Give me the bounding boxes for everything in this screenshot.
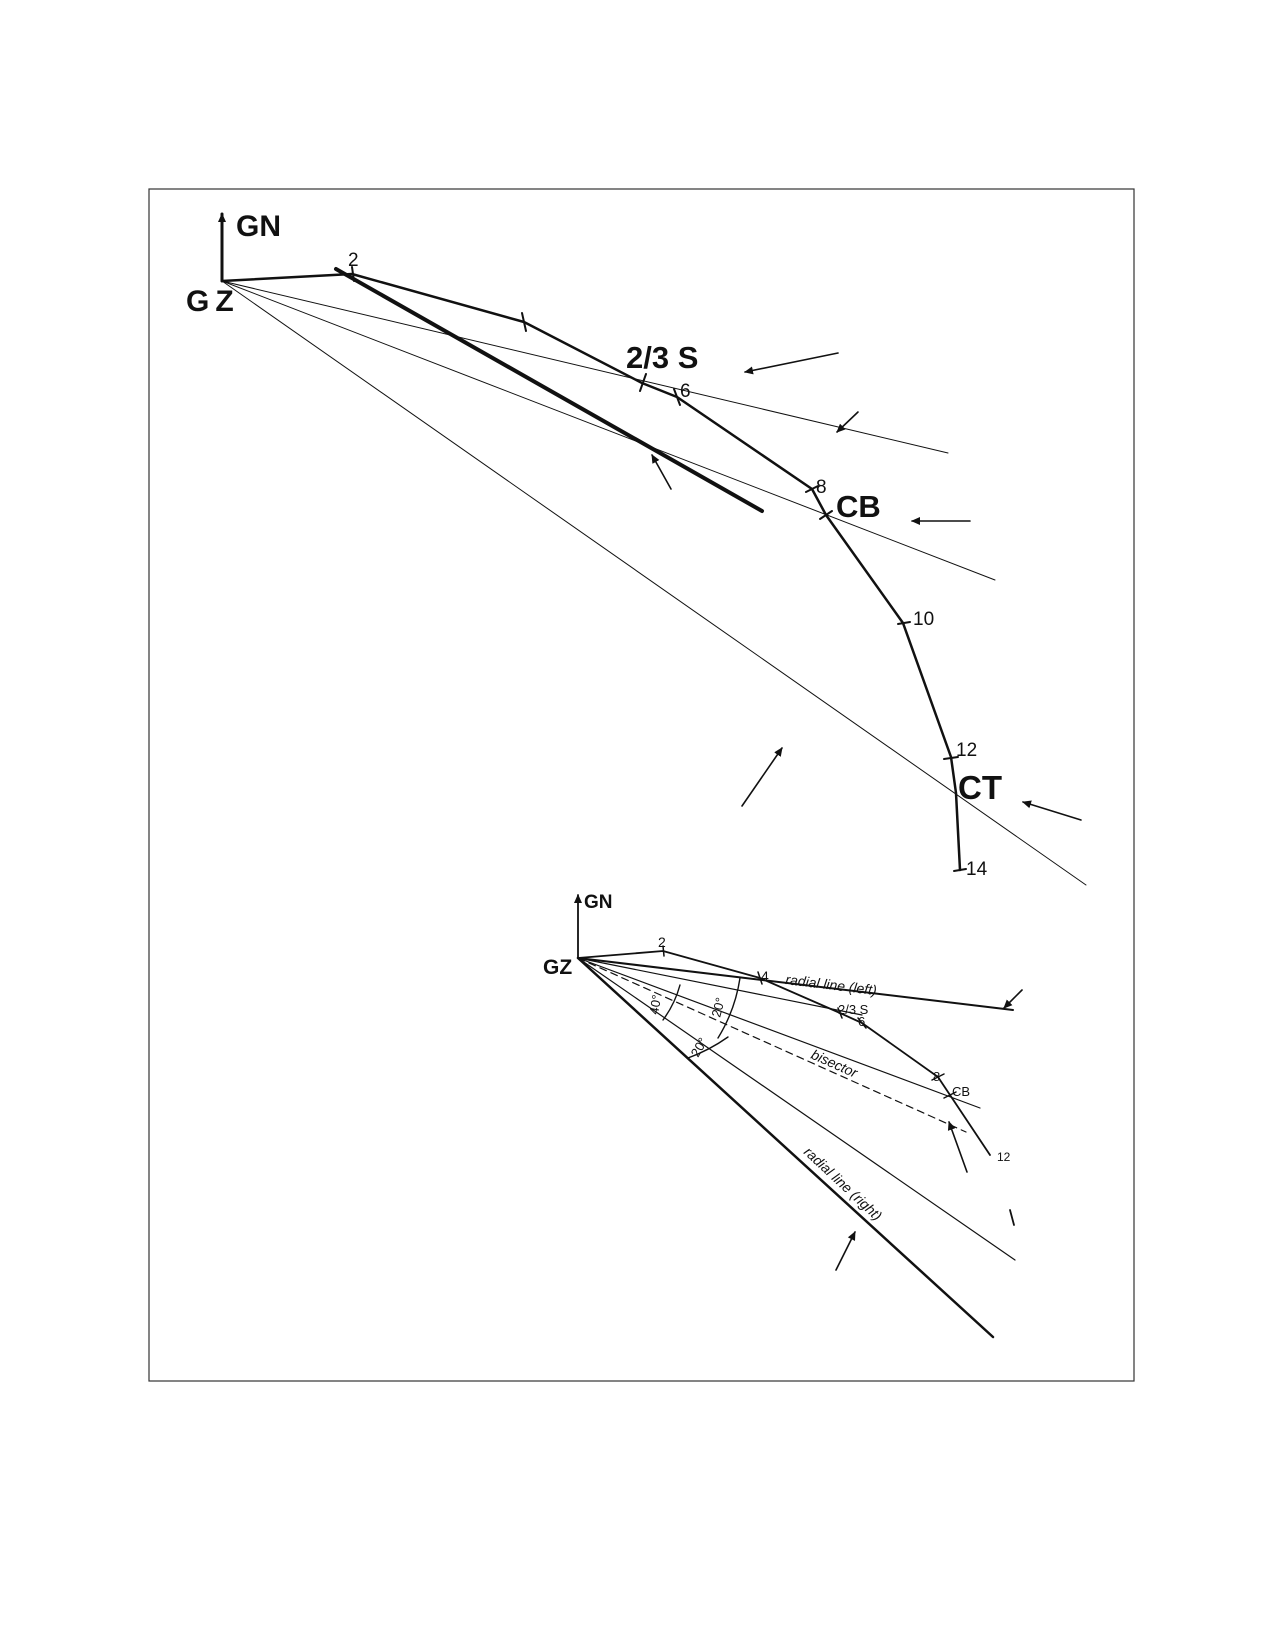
figure-a [218,212,1087,886]
figure-b-angle-label-20-lower: 20° [688,1035,711,1060]
radial-line-inner-upper [577,957,863,1016]
figure-b-angle-label-20-upper: 20° [708,996,728,1019]
figure-b [574,894,1023,1339]
figure-a-point-label-14: 14 [966,859,988,880]
thick-bearing-line [334,267,764,513]
figure-a-origin-label: GZ [186,285,240,318]
figure-b-cb-label: CB [952,1084,970,1099]
figure-b-radial-right-label: radial line (right) [801,1143,885,1223]
annotation-arrows-b [835,989,1023,1271]
figure-a-point-label-6: 6 [680,381,691,402]
angle-arcs [662,977,741,1059]
figure-b-two-thirds-label: 2/3 S [838,1002,869,1017]
figure-a-point-label-12: 12 [956,740,977,761]
annotation-arrows [651,352,1082,821]
radial-line-middle [221,280,996,581]
figure-b-point-label-8: 8 [933,1069,940,1084]
ground-track-b [577,950,991,1156]
radial-line-right [576,956,995,1339]
figure-a-cb-label: CB [836,489,881,524]
cb-line [577,957,981,1109]
figure-frame [148,188,1135,1382]
figure-b-point-label-12: 12 [997,1150,1011,1164]
figure-b-bisector-label: bisector [809,1046,862,1081]
figure-b-point-label-2: 2 [658,934,666,950]
figure-b-point-label-6: 6 [858,1014,865,1029]
figure-b-north-label: GN [584,892,613,913]
figure-a-north-label: GN [236,210,281,243]
figure-b-origin-label: GZ [543,956,572,979]
track-tick-marks [351,266,967,872]
radial-line-left [577,957,1014,1011]
track-fragment [1009,1209,1015,1226]
figure-a-point-label-10: 10 [913,609,934,630]
figure-a-point-label-8: 8 [816,477,827,498]
bisector-line [577,957,967,1133]
figure-a-two-thirds-label: 2/3 S [626,340,698,375]
figure-a-point-label-2: 2 [348,250,359,271]
figure-b-angle-label-40: 40° [646,994,664,1016]
radial-line-inner-right [577,957,1016,1261]
figure-a-ct-label: CT [958,769,1002,806]
radial-line-lower [221,280,1087,886]
track-tick-marks-b [662,945,957,1099]
radial-line-upper [221,280,949,454]
ground-track [220,272,962,872]
figure-b-point-label-4: 4 [761,968,769,984]
